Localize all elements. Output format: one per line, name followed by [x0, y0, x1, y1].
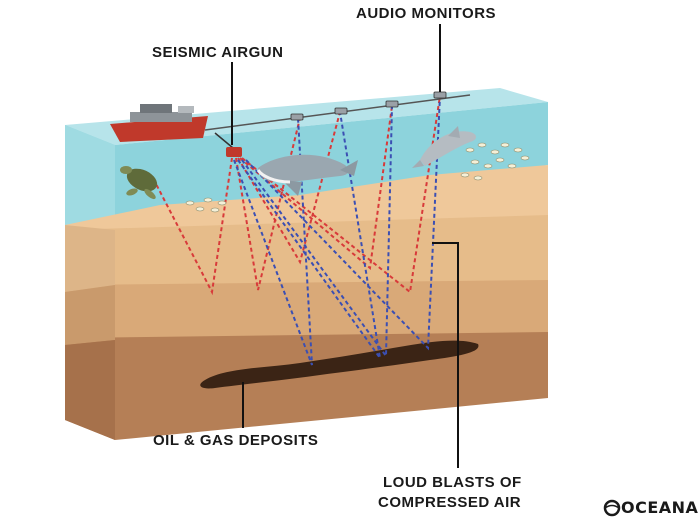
turtle-icon: [120, 166, 158, 200]
loud-blasts-label-line2: COMPRESSED AIR: [378, 494, 522, 511]
blue-rays: [233, 95, 441, 366]
oil-gas-deposits-label: OIL & GAS DEPOSITS: [153, 432, 319, 449]
ship-icon: [110, 104, 208, 142]
oil-gas-deposit: [200, 340, 479, 389]
airgun-icon: [214, 132, 242, 157]
oceana-logo-icon: [603, 499, 621, 517]
fish-icon: [185, 142, 530, 213]
dolphin-icon: [412, 126, 476, 168]
leader-lines: [231, 24, 459, 468]
side-face-layer3: [65, 340, 115, 440]
rock-layer-2: [65, 280, 548, 345]
audio-monitors-label: AUDIO MONITORS: [356, 5, 497, 22]
side-face-sand: [65, 225, 115, 292]
oceana-brand: OCEANA: [621, 498, 699, 517]
seismic-airgun-label: SEISMIC AIRGUN: [152, 44, 284, 61]
side-face-layer2: [65, 285, 115, 345]
ocean-side: [65, 125, 115, 230]
whale-icon: [256, 154, 358, 196]
loud-blasts-label-line1: LOUD BLASTS OF: [383, 474, 522, 491]
